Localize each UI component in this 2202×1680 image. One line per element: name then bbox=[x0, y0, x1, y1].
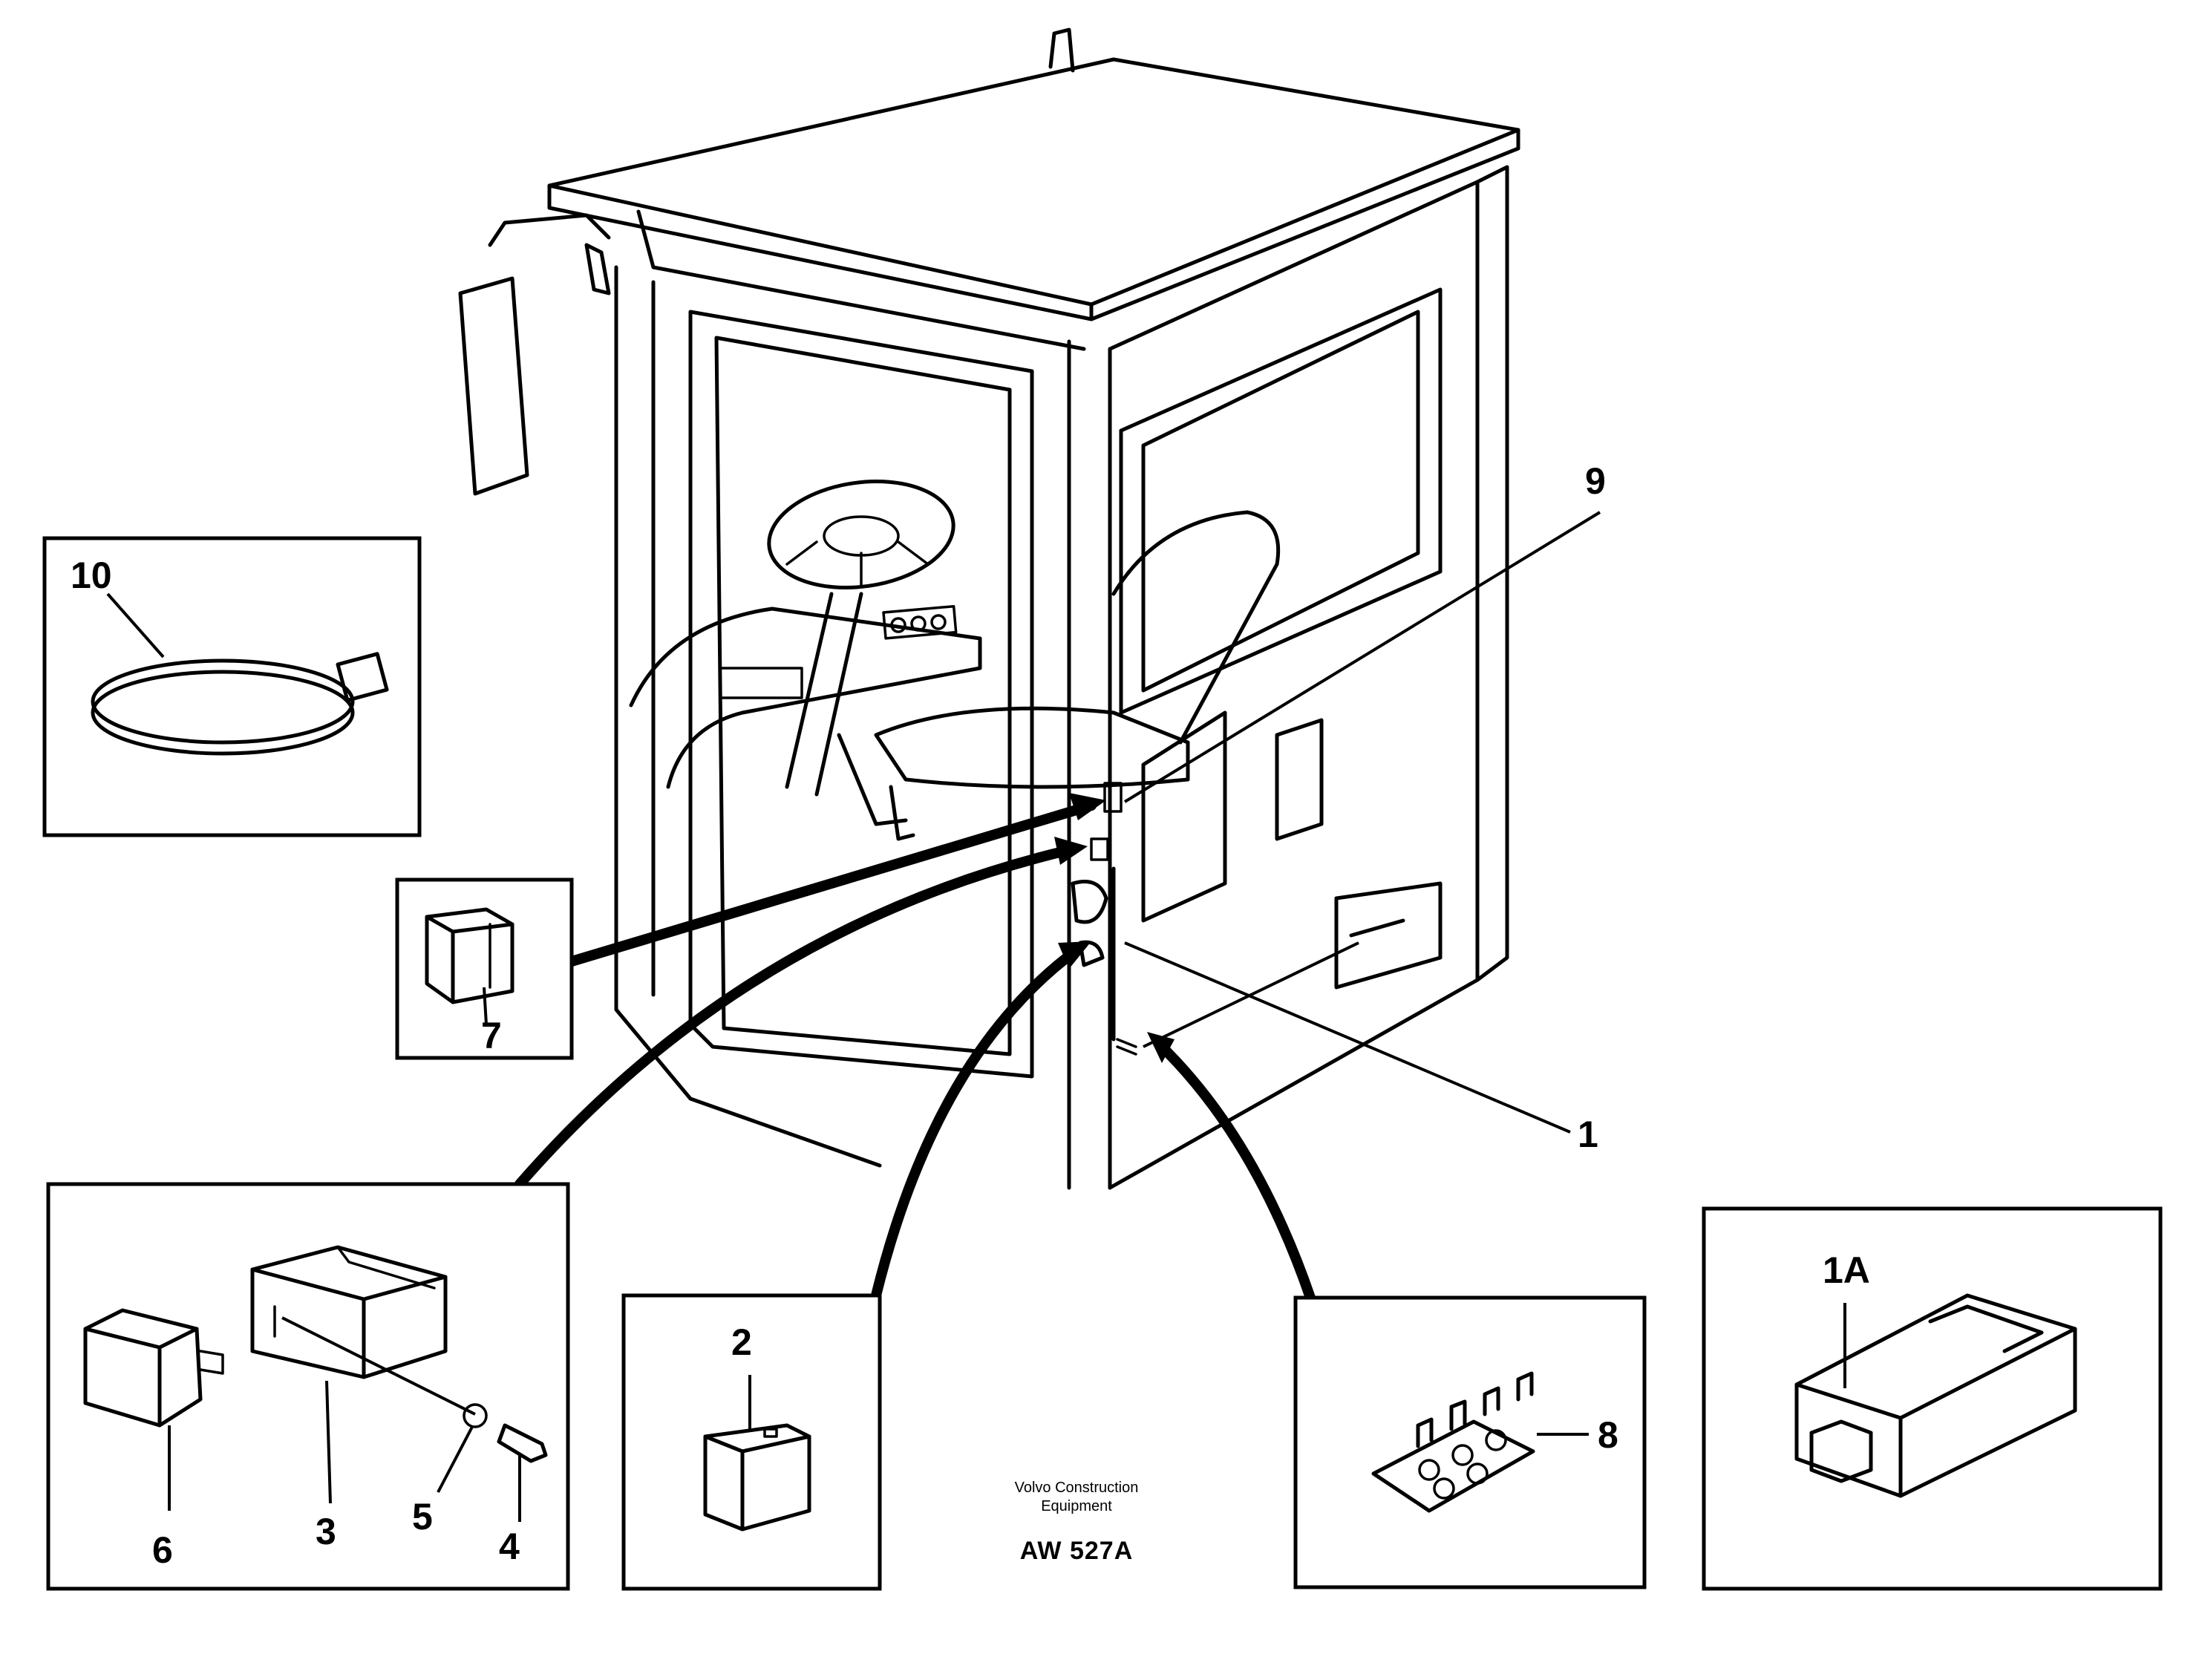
detail-box-relay: 6 3 5 4 bbox=[46, 1182, 570, 1591]
detail-box-switch: 7 bbox=[395, 877, 574, 1060]
callout-9: 9 bbox=[1585, 460, 1606, 502]
callout-10: 10 bbox=[71, 555, 112, 596]
callout-1a: 1A bbox=[1823, 1249, 1870, 1291]
callout-5: 5 bbox=[412, 1496, 433, 1537]
cab-illustration bbox=[458, 27, 1520, 1190]
callout-7: 7 bbox=[481, 1015, 502, 1056]
detail-box-fuse-holder: 8 bbox=[1293, 1295, 1647, 1589]
callout-1: 1 bbox=[1578, 1114, 1598, 1155]
company-name-line1: Volvo Construction bbox=[1015, 1480, 1139, 1496]
callout-3: 3 bbox=[316, 1511, 336, 1552]
detail-box-connector: 2 bbox=[621, 1293, 882, 1591]
callout-4: 4 bbox=[499, 1526, 520, 1567]
company-name-line2: Equipment bbox=[1041, 1498, 1112, 1514]
drawing-caption: Volvo Construction Equipment AW 527A bbox=[1015, 1480, 1139, 1565]
callout-6: 6 bbox=[152, 1529, 173, 1571]
detail-box-cable-tie: 10 bbox=[42, 536, 422, 837]
callout-8: 8 bbox=[1598, 1414, 1618, 1456]
detail-box-plug: 1A bbox=[1702, 1206, 2163, 1591]
pointer-arrows bbox=[514, 511, 1601, 1303]
callout-2: 2 bbox=[731, 1321, 752, 1363]
drawing-code: AW 527A bbox=[1020, 1537, 1134, 1565]
